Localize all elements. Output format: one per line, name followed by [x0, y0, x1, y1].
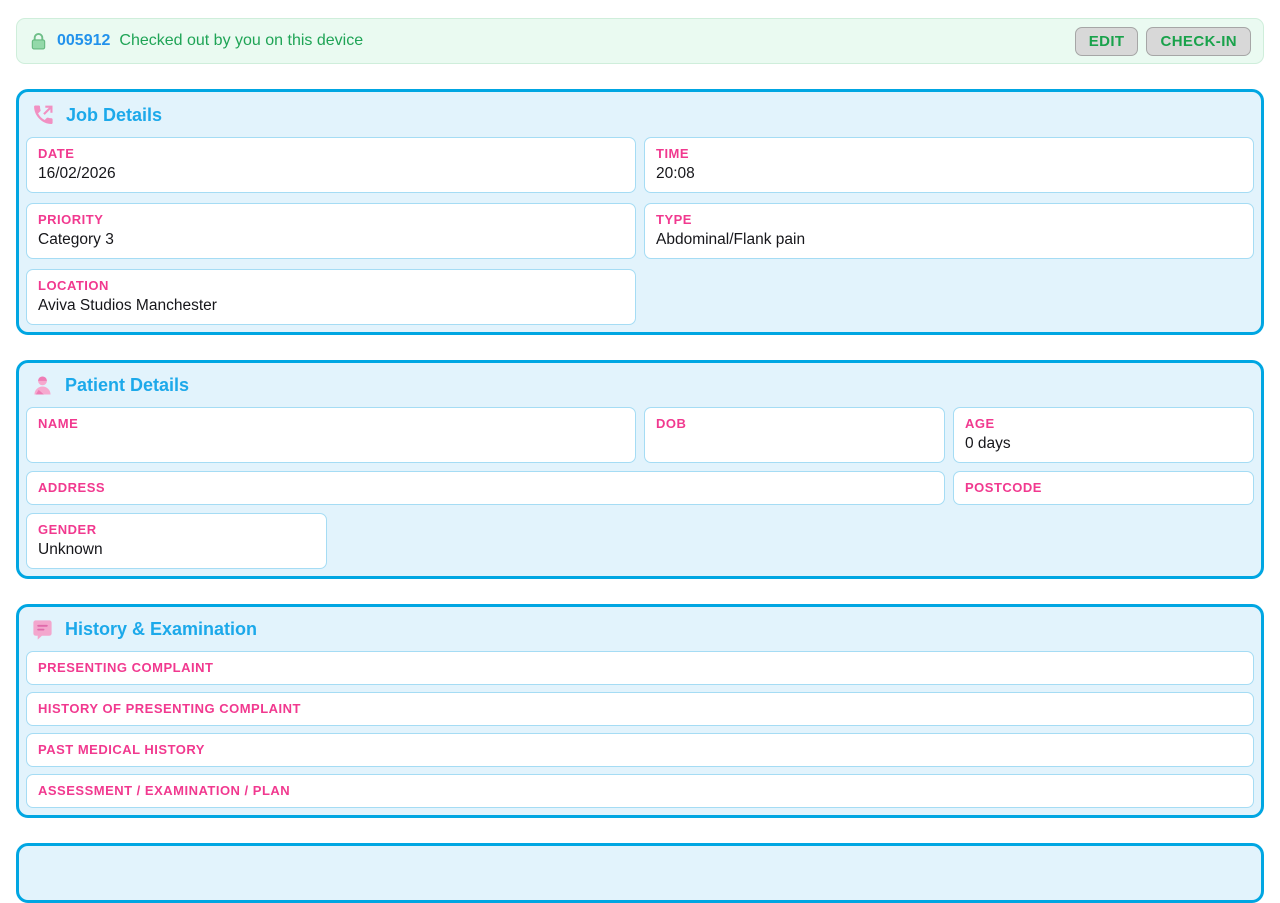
- patient-icon: [31, 374, 54, 397]
- location-field[interactable]: LOCATION Aviva Studios Manchester: [26, 269, 636, 325]
- history-examination-header: History & Examination: [26, 607, 1254, 651]
- section-title: Job Details: [66, 104, 163, 125]
- priority-field[interactable]: PRIORITY Category 3: [26, 203, 636, 259]
- field-label: ASSESSMENT / EXAMINATION / PLAN: [38, 783, 291, 798]
- job-number-link[interactable]: 005912: [57, 32, 111, 49]
- field-value: [656, 433, 933, 455]
- assessment-examination-plan-field[interactable]: ASSESSMENT / EXAMINATION / PLAN: [26, 774, 1254, 808]
- field-label: PRESENTING COMPLAINT: [38, 660, 214, 675]
- field-value: [38, 433, 624, 455]
- checkout-status-text: Checked out by you on this device: [119, 32, 364, 49]
- field-label: ADDRESS: [38, 480, 106, 495]
- next-section-partial: [16, 843, 1264, 903]
- patient-details-section: Patient Details NAME DOB AGE 0 days ADDR…: [16, 360, 1264, 579]
- history-of-presenting-complaint-field[interactable]: HISTORY OF PRESENTING COMPLAINT: [26, 692, 1254, 726]
- field-value: 16/02/2026: [38, 165, 116, 182]
- past-medical-history-field[interactable]: PAST MEDICAL HISTORY: [26, 733, 1254, 767]
- field-label: HISTORY OF PRESENTING COMPLAINT: [38, 701, 302, 716]
- comment-icon: [31, 618, 54, 641]
- patient-details-header: Patient Details: [26, 363, 1254, 407]
- name-field[interactable]: NAME: [26, 407, 636, 463]
- time-field[interactable]: TIME 20:08: [644, 137, 1254, 193]
- postcode-field[interactable]: POSTCODE: [953, 471, 1254, 505]
- field-label: TYPE: [656, 212, 692, 227]
- checkout-banner: 005912 Checked out by you on this device…: [16, 18, 1264, 64]
- field-label: AGE: [965, 416, 995, 431]
- field-label: PAST MEDICAL HISTORY: [38, 742, 205, 757]
- field-label: LOCATION: [38, 278, 109, 293]
- field-value: 20:08: [656, 165, 695, 182]
- field-label: PRIORITY: [38, 212, 104, 227]
- history-examination-section: History & Examination PRESENTING COMPLAI…: [16, 604, 1264, 818]
- section-title: History & Examination: [65, 619, 258, 639]
- field-label: POSTCODE: [965, 480, 1042, 495]
- date-field[interactable]: DATE 16/02/2026: [26, 137, 636, 193]
- job-details-section: Job Details DATE 16/02/2026 TIME 20:08 P…: [16, 89, 1264, 335]
- gender-field[interactable]: GENDER Unknown: [26, 513, 327, 569]
- check-in-button[interactable]: CHECK-IN: [1146, 26, 1251, 56]
- field-value: 0 days: [965, 435, 1011, 452]
- address-field[interactable]: ADDRESS: [26, 471, 945, 505]
- lock-icon: [29, 32, 48, 51]
- dob-field[interactable]: DOB: [644, 407, 945, 463]
- job-details-header: Job Details: [26, 92, 1254, 137]
- age-field[interactable]: AGE 0 days: [953, 407, 1254, 463]
- field-label: GENDER: [38, 522, 97, 537]
- field-value: Abdominal/Flank pain: [656, 231, 806, 248]
- type-field[interactable]: TYPE Abdominal/Flank pain: [644, 203, 1254, 259]
- field-label: NAME: [38, 416, 79, 431]
- field-value: Category 3: [38, 231, 114, 248]
- field-value: Unknown: [38, 541, 103, 558]
- field-label: DOB: [656, 416, 687, 431]
- outgoing-call-icon: [31, 103, 55, 127]
- field-label: TIME: [656, 146, 690, 161]
- field-value: Aviva Studios Manchester: [38, 297, 217, 314]
- edit-button[interactable]: EDIT: [1074, 26, 1139, 56]
- section-title: Patient Details: [65, 375, 190, 395]
- field-label: DATE: [38, 146, 75, 161]
- presenting-complaint-field[interactable]: PRESENTING COMPLAINT: [26, 651, 1254, 685]
